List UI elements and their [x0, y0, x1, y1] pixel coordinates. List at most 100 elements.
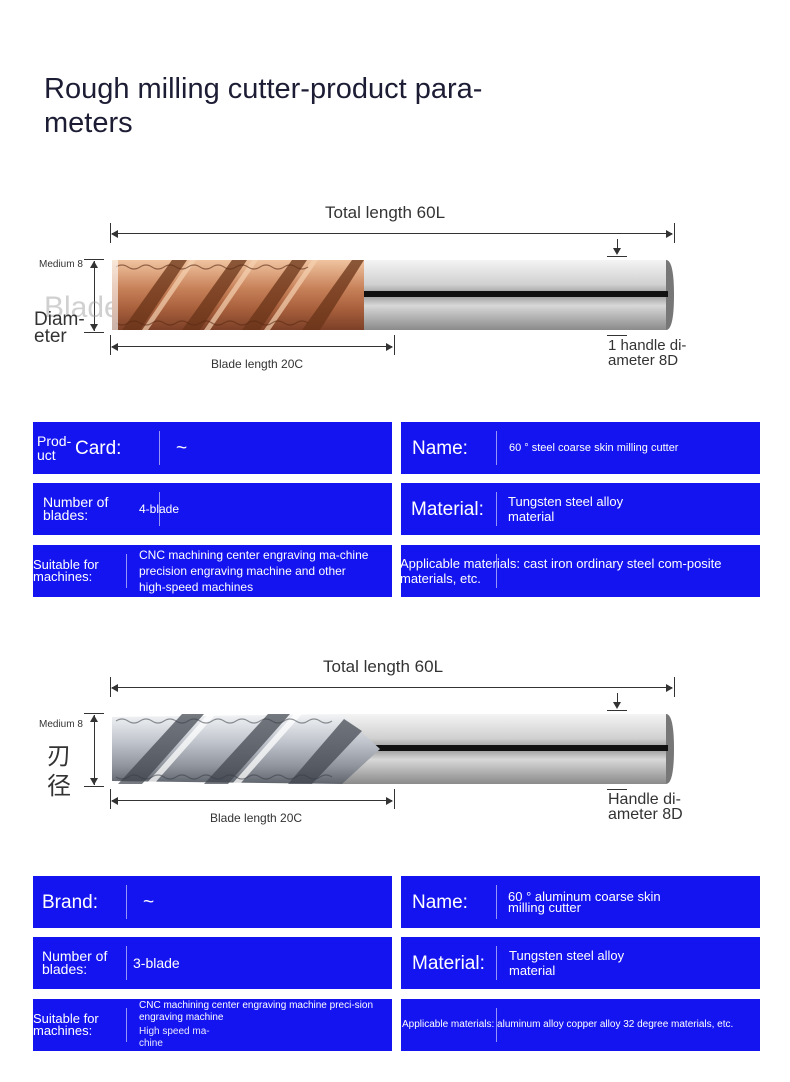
arrow-right-icon: [666, 230, 673, 238]
dim-tick: [394, 789, 395, 809]
divider: [159, 492, 160, 526]
arrow-left-icon: [111, 684, 118, 692]
diameter-label-line-2: eter: [34, 326, 67, 347]
total-length-label: Total length 60L: [325, 203, 446, 222]
spec-cell-material: Material: Tungsten steel alloy material: [401, 483, 760, 535]
dim-tick: [674, 677, 675, 697]
dim-tick: [617, 693, 618, 703]
handle-diameter-label: Handle di- ameter 8D: [608, 791, 718, 823]
dim-tick: [84, 332, 104, 333]
spec-value: CNC machining center engraving ma-chine …: [139, 548, 369, 594]
spec-key: Prod-uct Card:: [37, 433, 122, 463]
spec-value: ~: [176, 437, 188, 459]
arrow-down-icon: [90, 324, 98, 331]
spec-value: CNC machining center engraving machine p…: [139, 1000, 373, 1023]
aluminum-cutter-illustration: [112, 714, 674, 784]
spec-value-extra: High speed ma-chine: [139, 1026, 210, 1049]
spec-key: Material:: [411, 498, 484, 520]
divider: [126, 554, 127, 588]
arrow-right-icon: [386, 797, 393, 805]
arrow-down-icon: [613, 702, 621, 709]
spec-cell-applicable-materials: Applicable materials: cast iron ordinary…: [401, 545, 760, 597]
dim-tick: [110, 677, 111, 697]
blade-watermark: Blade: [44, 291, 121, 324]
arrow-left-icon: [111, 797, 118, 805]
diagram-3-blade: Total length 60L Medium 8 刃 径: [0, 649, 790, 849]
dim-tick: [607, 256, 627, 257]
dim-tick: [607, 335, 627, 336]
diameter-label-line-1: Diam-: [34, 309, 85, 330]
arrow-right-icon: [386, 343, 393, 351]
spec-key: Number of blades:: [43, 494, 109, 523]
divider: [496, 885, 497, 919]
blade-length-label: Blade length 20C: [210, 811, 303, 825]
spec-cell-brand: Brand: ~: [33, 876, 392, 928]
divider: [496, 1008, 497, 1042]
coated-cutter-illustration: [112, 260, 674, 330]
handle-diameter-line-2: ameter 8D: [608, 806, 683, 823]
spec-cell-number-of-blades: Number of blades: 3-blade: [33, 937, 392, 989]
dim-tick: [84, 786, 104, 787]
title-line-2: meters: [44, 107, 133, 139]
spec-cell-name: Name: 60 ° steel coarse skin milling cut…: [401, 422, 760, 474]
spec-value: Applicable materials: aluminum alloy cop…: [402, 1019, 734, 1030]
dim-tick: [674, 223, 675, 243]
dim-tick: [607, 789, 627, 790]
dim-tick: [84, 713, 104, 714]
spec-value: 60 ° steel coarse skin milling cutter: [509, 441, 679, 454]
total-length-dimension-line: [112, 233, 672, 234]
medium-label: Medium 8: [39, 259, 83, 270]
spec-value: Applicable materials: cast iron ordinary…: [401, 556, 722, 586]
spec-value: Tungsten steel alloy material: [508, 494, 624, 524]
dim-tick: [110, 789, 111, 809]
diameter-dimension-line: [94, 261, 95, 331]
divider: [496, 946, 497, 980]
spec-value: 60 ° aluminum coarse skin milling cutter: [508, 889, 661, 915]
total-length-dimension-line: [112, 687, 672, 688]
spec-key: Material:: [412, 952, 485, 974]
arrow-left-icon: [111, 230, 118, 238]
arrow-left-icon: [111, 343, 118, 351]
handle-diameter-label: 1 handle di- ameter 8D: [608, 338, 718, 368]
dim-tick: [84, 259, 104, 260]
spec-cell-number-of-blades: Number of blades: 4-blade: [33, 483, 392, 535]
spec-value: 3-blade: [133, 954, 180, 971]
spec-key-card: Card:: [75, 437, 122, 459]
spec-key: Name:: [412, 437, 468, 459]
divider: [126, 946, 127, 980]
divider: [496, 554, 497, 588]
arrow-down-icon: [90, 778, 98, 785]
spec-cell-suitable-machines: Suitable for machines: CNC machining cen…: [33, 545, 392, 597]
title-line-1: Rough milling cutter-product para-: [44, 73, 483, 105]
divider: [126, 1008, 127, 1042]
spec-key: Suitable for machines:: [33, 1011, 99, 1038]
spec-cell-material: Material: Tungsten steel alloy material: [401, 937, 760, 989]
spec-cell-name: Name: 60 ° aluminum coarse skin milling …: [401, 876, 760, 928]
arrow-right-icon: [666, 684, 673, 692]
spec-cell-product-card: Prod-uct Card: ~: [33, 422, 392, 474]
diameter-cjk-label: 刃 径: [47, 742, 71, 800]
spec-value: ~: [143, 891, 155, 913]
diagram-4-blade: Total length 60L Medium 8 Blade Diam- et…: [0, 195, 790, 395]
dim-tick: [394, 335, 395, 355]
spec-value: Tungsten steel alloy material: [509, 948, 625, 978]
spec-cell-applicable-materials: Applicable materials: aluminum alloy cop…: [401, 999, 760, 1051]
handle-diameter-line-1: Handle di-: [608, 791, 681, 808]
spec-cell-suitable-machines: Suitable for machines: CNC machining cen…: [33, 999, 392, 1051]
blade-length-dimension-line: [112, 346, 392, 347]
diameter-dimension-line: [94, 715, 95, 785]
handle-diameter-line-1: 1 handle di-: [608, 337, 687, 354]
handle-diameter-line-2: ameter 8D: [608, 352, 679, 369]
arrow-up-icon: [90, 715, 98, 722]
divider: [496, 492, 497, 526]
blade-length-label: Blade length 20C: [211, 357, 304, 371]
medium-label: Medium 8: [39, 719, 83, 730]
dim-tick: [607, 710, 627, 711]
spec-key: Suitable for machines:: [33, 557, 99, 584]
divider: [126, 885, 127, 919]
spec-key: Name:: [412, 891, 468, 913]
divider: [496, 431, 497, 465]
diameter-label: Diam- eter: [34, 309, 85, 347]
arrow-down-icon: [613, 248, 621, 255]
blade-length-dimension-line: [112, 800, 392, 801]
